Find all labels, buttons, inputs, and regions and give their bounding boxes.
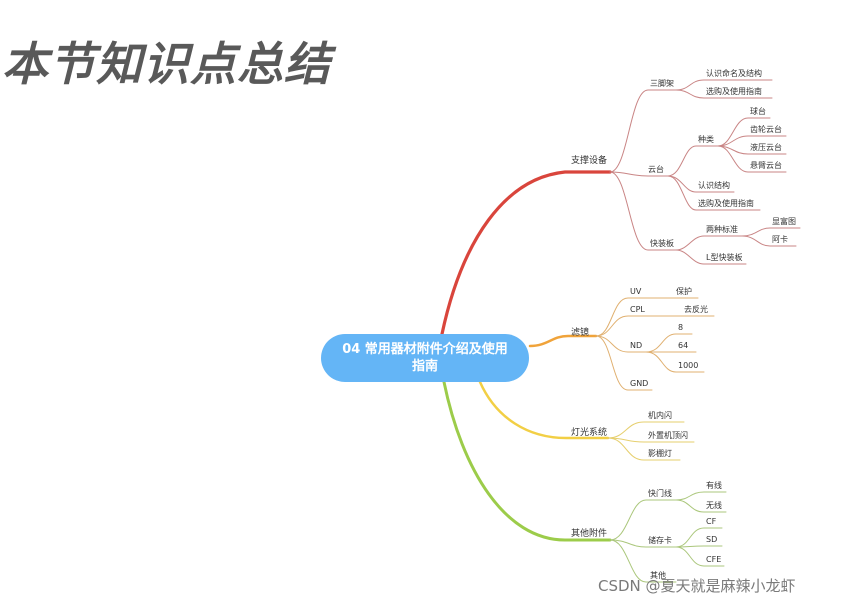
node-tripod-item[interactable]: 选购及使用指南 xyxy=(706,87,762,96)
node-head[interactable]: 云台 xyxy=(648,165,664,174)
branch-line-support xyxy=(440,170,612,336)
node-light-item[interactable]: 外置机顶闪 xyxy=(648,431,688,440)
node-cpl-item[interactable]: 去反光 xyxy=(684,305,708,314)
branch-other[interactable]: 其他附件 xyxy=(571,529,608,539)
node-cpl[interactable]: CPL xyxy=(630,305,645,314)
central-topic[interactable]: 04 常用器材附件介绍及使用指南 xyxy=(321,334,529,382)
node-plate[interactable]: 快装板 xyxy=(650,239,674,248)
node-kind-item[interactable]: 悬臂云台 xyxy=(750,161,782,170)
node-tripod-item[interactable]: 认识命名及结构 xyxy=(706,69,762,78)
node-head-kinds[interactable]: 种类 xyxy=(698,135,714,144)
node-kind-item[interactable]: 液压云台 xyxy=(750,143,782,152)
node-uv[interactable]: UV xyxy=(630,287,642,296)
node-head-item[interactable]: 选购及使用指南 xyxy=(698,199,754,208)
node-light-item[interactable]: 机内闪 xyxy=(648,411,672,420)
node-card-item[interactable]: SD xyxy=(706,535,718,544)
branch-light[interactable]: 灯光系统 xyxy=(571,428,608,438)
branch-line-light xyxy=(478,380,610,440)
node-shutter-item[interactable]: 无线 xyxy=(706,501,722,510)
node-shutter[interactable]: 快门线 xyxy=(648,489,672,498)
branch-support[interactable]: 支撑设备 xyxy=(571,156,608,166)
node-plate-standards[interactable]: 两种标准 xyxy=(706,225,738,234)
node-kind-item[interactable]: 齿轮云台 xyxy=(750,125,782,134)
node-card[interactable]: 储存卡 xyxy=(648,536,672,545)
node-card-item[interactable]: CFE xyxy=(706,555,722,564)
node-gnd[interactable]: GND xyxy=(630,379,649,388)
branch-line-filter xyxy=(528,334,598,348)
node-nd-item[interactable]: 1000 xyxy=(678,361,699,370)
branch-line-other xyxy=(442,380,612,542)
node-light-item[interactable]: 影棚灯 xyxy=(648,449,672,458)
node-shutter-item[interactable]: 有线 xyxy=(706,481,722,490)
watermark: CSDN @夏天就是麻辣小龙虾 xyxy=(598,577,796,595)
node-l-plate[interactable]: L型快装板 xyxy=(706,253,743,262)
node-standard-item[interactable]: 阿卡 xyxy=(772,235,788,244)
node-uv-item[interactable]: 保护 xyxy=(676,287,692,296)
page-title: 本节知识点总结 xyxy=(2,37,331,91)
node-standard-item[interactable]: 显富图 xyxy=(772,217,796,226)
node-kind-item[interactable]: 球台 xyxy=(750,107,766,116)
node-misc[interactable]: 其他 xyxy=(650,571,666,580)
node-card-item[interactable]: CF xyxy=(706,517,717,526)
node-nd-item[interactable]: 8 xyxy=(678,323,684,332)
node-nd[interactable]: ND xyxy=(630,341,643,350)
branch-filter[interactable]: 滤镜 xyxy=(571,328,590,338)
node-nd-item[interactable]: 64 xyxy=(678,341,689,350)
node-tripod[interactable]: 三脚架 xyxy=(650,79,674,88)
node-head-item[interactable]: 认识结构 xyxy=(698,181,730,190)
